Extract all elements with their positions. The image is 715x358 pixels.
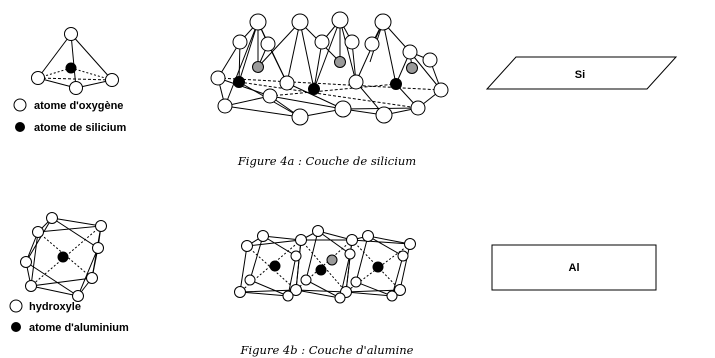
- silica-tetrahedral-sheet: [210, 11, 449, 126]
- alumina-octahedral-sheet: [234, 225, 416, 304]
- oxygen-legend-icon: [13, 98, 27, 112]
- oxygen-legend-label: atome d'oxygène: [34, 100, 123, 112]
- alumina-caption: Figure 4b : Couche d'alumine: [240, 343, 414, 357]
- single-tetrahedron: [31, 27, 119, 95]
- single-octahedron: [20, 212, 107, 302]
- silicon-atom: [65, 62, 77, 74]
- aluminium-atom: [57, 251, 69, 263]
- aluminium-legend-icon: [11, 322, 21, 332]
- si-block-label: Si: [575, 69, 585, 81]
- hydroxyl-legend-icon: [9, 299, 23, 313]
- al-block-label: Al: [569, 262, 580, 274]
- silica-legend: atome d'oxygène atome de silicium: [13, 98, 127, 134]
- alumina-legend: hydroxyle atome d'aluminium: [9, 299, 129, 334]
- silicon-legend-label: atome de silicium: [34, 122, 127, 134]
- aluminium-legend-label: atome d'aluminium: [29, 322, 129, 334]
- silicon-legend-icon: [15, 122, 25, 132]
- al-layer-block: Al: [491, 244, 657, 291]
- silica-caption: Figure 4a : Couche de silicium: [237, 154, 416, 168]
- si-layer-block: Si: [485, 56, 678, 90]
- hydroxyl-legend-label: hydroxyle: [29, 301, 81, 313]
